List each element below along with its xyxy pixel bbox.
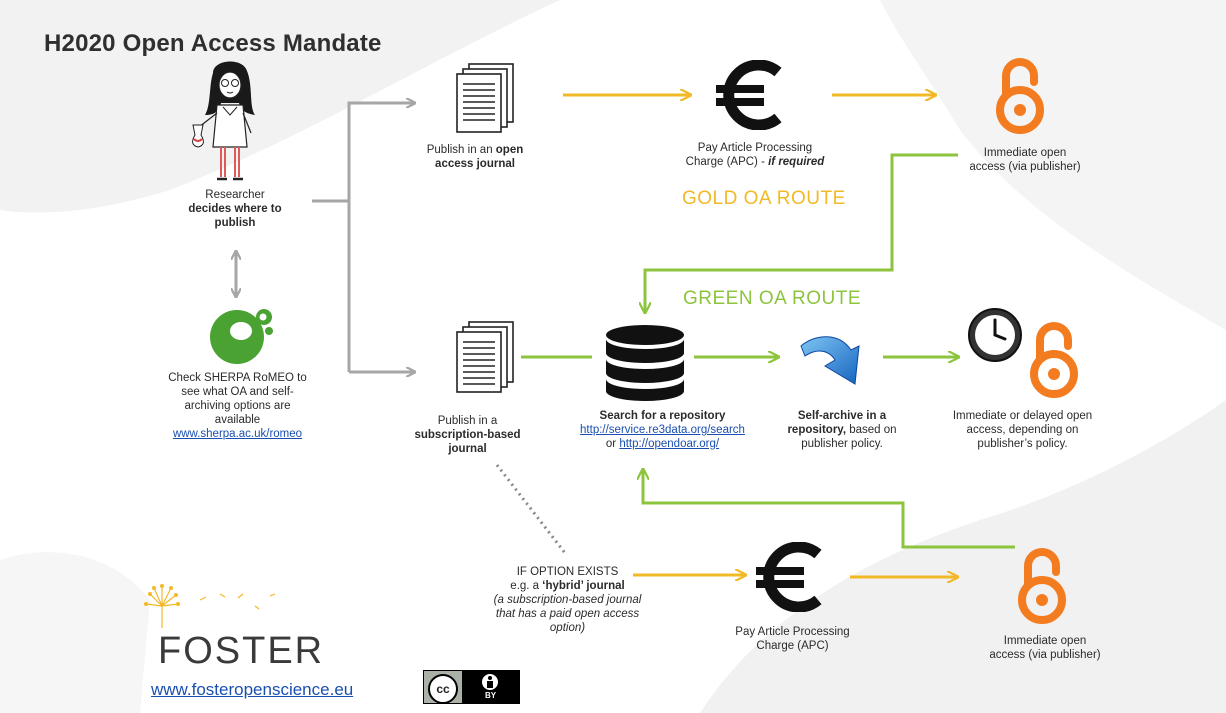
hybrid-line-2-prefix: e.g. a [510,580,543,592]
green-loop-from-gold-oa [645,153,958,312]
gold-apc-line-2: Charge (APC) - [685,156,769,168]
self-archive-line-2-bold: repository, [787,424,847,436]
green-route-label: GREEN OA ROUTE [683,288,862,309]
foster-url-link[interactable]: www.fosteropenscience.eu [151,680,354,699]
foster-brand: FOSTER [158,630,325,672]
gold-immediate-line-2: access (via publisher) [969,161,1081,173]
gold-immediate-line-1: Immediate open [983,147,1067,159]
re3data-link[interactable]: http://service.re3data.org/search [580,424,745,436]
gold-route-label: GOLD OA ROUTE [682,188,846,209]
publish-sub-line-1: Publish in a [437,415,498,427]
hybrid-apc-line-2: Charge (APC) [756,640,829,652]
researcher-line-3: publish [214,217,256,229]
gold-apc-caption: Pay Article Processing Charge (APC) - if… [680,141,830,169]
self-archive-line-1: Self-archive in a [797,410,887,422]
euro-icon [716,60,782,130]
hybrid-immediate-line-2: access (via publisher) [989,649,1101,661]
sherpa-line-4: available [214,414,261,426]
gold-immediate-caption: Immediate open access (via publisher) [950,146,1100,174]
document-stack-icon [456,321,514,393]
hybrid-apc-caption: Pay Article Processing Charge (APC) [715,625,870,653]
hybrid-immediate-caption: Immediate open access (via publisher) [970,634,1120,662]
by-label: BY [484,691,497,700]
cc-by-badge: cc BY [423,670,520,704]
sherpa-line-3: archiving options are [184,400,291,412]
delayed-oa-line-2: access, depending on [966,424,1079,436]
publish-sub-line-2: subscription-based [414,429,521,441]
hybrid-immediate-line-1: Immediate open [1003,635,1087,647]
hybrid-line-1: IF OPTION EXISTS [516,566,619,578]
curved-down-arrow-icon [800,336,860,385]
sherpa-romeo-link[interactable]: www.sherpa.ac.uk/romeo [172,428,303,440]
document-stack-icon [456,63,514,133]
opendoar-link[interactable]: http://opendoar.org/ [619,438,720,450]
hybrid-line-5: option) [549,622,586,634]
cc-logo-circle: cc [428,674,458,703]
grey-branch-connector [312,103,414,372]
dotted-hybrid-connector [495,464,567,554]
search-repo-title: Search for a repository [599,410,726,422]
gold-apc-line-1: Pay Article Processing [697,142,813,154]
clock-icon [968,308,1022,362]
delayed-oa-line-1: Immediate or delayed open [952,410,1093,422]
hybrid-option-caption: IF OPTION EXISTS e.g. a ‘hybrid’ journal… [480,565,655,635]
sherpa-caption: Check SHERPA RoMEO to see what OA and se… [155,371,320,441]
delayed-oa-caption: Immediate or delayed open access, depend… [935,409,1110,451]
hybrid-line-4: that has a paid open access [495,608,640,620]
sherpa-romeo-logo [210,309,273,364]
foster-dandelion-logo [144,584,276,628]
open-access-lock-icon [1030,322,1078,398]
hybrid-line-3: (a subscription-based journal [493,594,642,606]
hybrid-line-2-bold: ‘hybrid’ journal [542,580,625,592]
publish-oa-bold: open [495,144,524,156]
delayed-oa-line-3: publisher’s policy. [977,438,1068,450]
page-title: H2020 Open Access Mandate [44,30,382,57]
search-repository-caption: Search for a repository http://service.r… [575,409,750,451]
publish-oa-journal-caption: Publish in an open access journal [405,143,545,171]
publish-sub-line-3: journal [448,443,487,455]
researcher-caption: Researcher decides where to publish [160,188,310,230]
person-icon [482,674,498,690]
sherpa-line-1: Check SHERPA RoMEO to [168,372,307,384]
self-archive-caption: Self-archive in a repository, based on p… [772,409,912,451]
euro-icon [756,542,822,612]
researcher-line-1: Researcher [205,189,265,201]
cc-by-panel: BY [462,671,519,703]
self-archive-line-3: publisher policy. [801,438,883,450]
publish-oa-text: Publish in an [426,144,496,156]
publish-oa-bold-2: access journal [435,158,515,170]
open-access-lock-icon [996,58,1044,134]
publish-subscription-caption: Publish in a subscription-based journal [400,414,535,456]
open-access-lock-icon [1018,548,1066,624]
self-archive-line-2: based on [846,424,897,436]
gold-apc-if-required: if required [768,156,825,168]
hybrid-apc-line-1: Pay Article Processing [735,626,850,638]
database-icon [606,325,684,401]
green-loop-from-hybrid-oa [643,470,1015,549]
scientist-illustration [192,61,255,181]
sherpa-line-2: see what OA and self- [181,386,294,398]
search-or-text: or [605,438,620,450]
researcher-line-2: decides where to [188,203,282,215]
